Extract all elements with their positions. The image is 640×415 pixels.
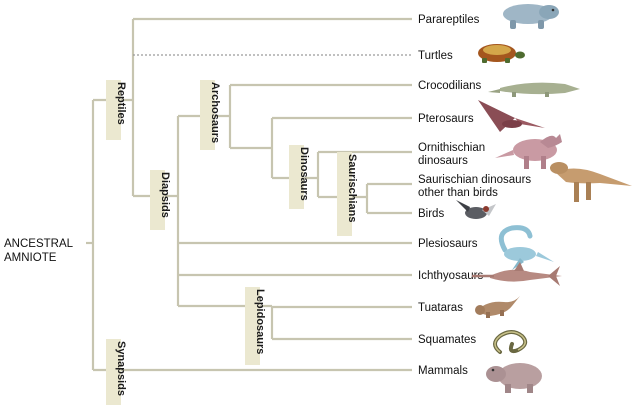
taxon-mammals: Mammals: [418, 365, 468, 377]
hippo-icon: [486, 363, 542, 393]
clade-label-archosaurs: Archosaurs: [200, 80, 221, 150]
clade-lepidosaurs-text: Lepidosaurs: [254, 289, 266, 354]
root-label-line2: AMNIOTE: [4, 252, 57, 264]
taxon-saurischian-line1: Saurischian dinosaurs: [418, 174, 531, 186]
clade-archosaurs-text: Archosaurs: [209, 82, 221, 143]
snake-icon: [493, 330, 528, 354]
bird-icon: [456, 200, 496, 219]
tree-branches: [86, 17, 412, 372]
taxon-turtles: Turtles: [418, 50, 453, 62]
root-label-line1: ANCESTRAL: [4, 238, 74, 250]
plesiosaur-icon: [498, 225, 554, 270]
taxon-ornithischian-line2: dinosaurs: [418, 155, 468, 167]
taxon-parareptiles: Parareptiles: [418, 14, 480, 26]
pterosaur-icon: [478, 100, 545, 132]
clade-label-dinosaurs: Dinosaurs: [289, 145, 310, 209]
taxon-saurischian-line2: other than birds: [418, 187, 498, 199]
taxon-pterosaurs: Pterosaurs: [418, 113, 474, 125]
clade-label-lepidosaurs: Lepidosaurs: [245, 287, 266, 365]
ornithischian-dinosaur-icon: [495, 134, 562, 169]
clade-label-diapsids: Diapsids: [150, 170, 171, 230]
clade-reptiles-text: Reptiles: [115, 82, 127, 125]
clade-dinosaurs-text: Dinosaurs: [298, 147, 310, 201]
clade-label-saurischians: Saurischians: [337, 152, 358, 236]
clade-label-synapsids: Synapsids: [106, 339, 127, 405]
taxon-tuataras: Tuataras: [418, 302, 463, 314]
clade-diapsids-text: Diapsids: [159, 172, 171, 218]
theropod-dinosaur-icon: [550, 162, 632, 202]
crocodile-icon: [488, 82, 580, 97]
tuatara-icon: [475, 296, 520, 318]
taxon-birds: Birds: [418, 208, 444, 220]
ichthyosaur-icon: [472, 262, 562, 286]
taxon-ornithischian-line1: Ornithischian: [418, 142, 485, 154]
taxon-crocodilians: Crocodilians: [418, 80, 482, 92]
clade-synapsids-text: Synapsids: [115, 341, 127, 396]
clade-label-reptiles: Reptiles: [106, 80, 127, 140]
clade-saurischians-text: Saurischians: [346, 154, 358, 222]
taxon-squamates: Squamates: [418, 334, 476, 346]
taxon-plesiosaurs: Plesiosaurs: [418, 238, 478, 250]
turtle-icon: [478, 44, 525, 63]
rhino-like-reptile-icon: [503, 4, 559, 29]
taxon-ichthyosaurs: Ichthyosaurs: [418, 270, 483, 282]
